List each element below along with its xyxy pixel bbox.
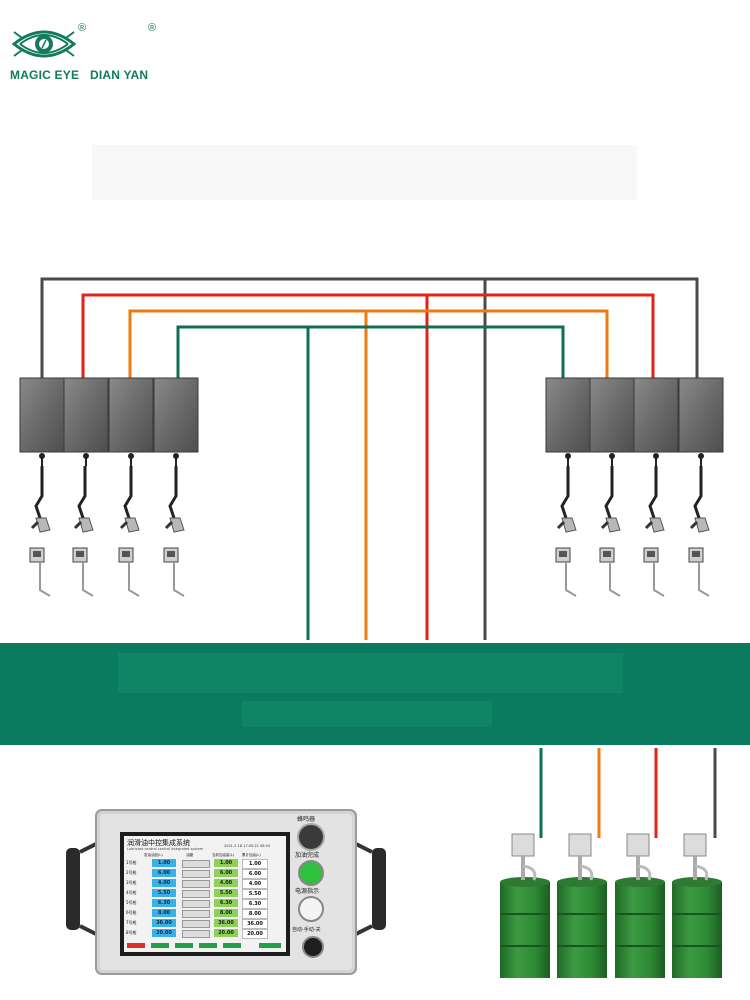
hmi-btn-1[interactable] [151,943,169,948]
hmi-row-total-value: 20.00 [242,929,268,939]
hmi-title: 润滑油中控集成系统 [127,839,190,847]
hmi-row-total-value: 1.00 [242,859,268,869]
hmi-row-total-value: 6.30 [242,899,268,909]
hmi-row-set-value[interactable]: 5.50 [152,889,176,897]
brand-name-left: MAGIC EYE [10,68,80,82]
hmi-row-label: 1号枪 [126,860,137,865]
hmi-row-total-value: 5.50 [242,889,268,899]
hmi-header-2: 油罐 [186,853,193,857]
hmi-row-set-value[interactable]: 1.00 [152,859,176,867]
hose-reel-left-1 [19,377,65,598]
hmi-row: 8号枪 20.00 20.00 20.00 [126,929,284,939]
hmi-btn-2[interactable] [175,943,193,948]
pipe-green-line [176,325,565,380]
mode-label: 自动-手动-关 [292,927,321,933]
hmi-row: 3号枪 4.00 4.00 4.00 [126,879,284,889]
mode-knob[interactable] [302,936,324,958]
hmi-row-done-value: 5.50 [214,889,238,897]
buzzer-label: 蜂鸣器 [297,816,316,823]
power-light[interactable] [298,896,324,922]
hmi-screen: 润滑油中控集成系统 Lubricant central control inte… [124,836,286,952]
title-placeholder-box [92,145,637,200]
hmi-row-done-value: 8.00 [214,909,238,917]
hmi-row-tank-icon [182,900,210,908]
hmi-btn-4[interactable] [223,943,241,948]
hmi-datetime: 2021-2-18 17:00:21 08:54 [224,844,271,848]
hmi-row-label: 6号枪 [126,910,137,915]
hmi-row: 5号枪 6.30 6.30 6.30 [126,899,284,909]
hose-reel-right-1 [545,377,591,598]
brand-name-right: DIAN YAN [90,68,149,82]
hose-reel-right-2 [589,377,635,598]
drum-2 [557,833,607,978]
hmi-row-done-value: 6.30 [214,899,238,907]
hmi-row-label: 4号枪 [126,890,137,895]
banner-placeholder-bottom [242,701,492,727]
hmi-row-set-value[interactable]: 8.00 [152,909,176,917]
hmi-row-label: 7号枪 [126,920,137,925]
hmi-btn-5[interactable] [259,943,281,948]
hmi-row-done-value: 36.00 [214,919,238,927]
hose-reel-right-4 [678,377,724,598]
hmi-row-total-value: 4.00 [242,879,268,889]
hmi-row: 1号枪 1.00 1.00 1.00 [126,859,284,869]
hmi-row-done-value: 1.00 [214,859,238,867]
hose-reel-left-3 [108,377,154,598]
hmi-subtitle: Lubricant central control integrated sys… [127,847,204,851]
hmi-row-tank-icon [182,880,210,888]
hmi-row: 2号枪 6.00 6.00 6.00 [126,869,284,879]
oil-drums [500,833,722,978]
hmi-row-total-value: 8.00 [242,909,268,919]
hmi-header-1: 发油油品(L) [144,853,163,857]
hmi-bottom-bar [127,943,283,949]
banner-placeholder-top [118,653,623,693]
hmi-row-set-value[interactable]: 36.00 [152,919,176,927]
hmi-row: 4号枪 5.50 5.50 5.50 [126,889,284,899]
hmi-row: 7号枪 36.00 36.00 36.00 [126,919,284,929]
green-banner [0,643,750,745]
hmi-row-label: 8号枪 [126,930,137,935]
pipe-gray-line [40,277,699,380]
hmi-row: 6号枪 8.00 8.00 8.00 [126,909,284,919]
refuel-done-light[interactable] [298,860,324,886]
eye-logo-icon [12,30,76,58]
hose-reel-group-left [19,377,724,598]
drum-4 [672,833,722,978]
hmi-btn-3[interactable] [199,943,217,948]
hmi-row-tank-icon [182,930,210,938]
hmi-btn-red[interactable] [127,943,145,948]
refuel-done-label: 加油完成 [295,852,320,859]
hmi-row-set-value[interactable]: 6.30 [152,899,176,907]
hmi-row-done-value: 6.00 [214,869,238,877]
hmi-row-tank-icon [182,860,210,868]
hmi-row-label: 3号枪 [126,880,137,885]
hose-reel-left-4 [153,377,199,598]
hmi-row-tank-icon [182,870,210,878]
buzzer-icon [297,823,325,851]
hmi-row-done-value: 20.00 [214,929,238,937]
hmi-row-set-value[interactable]: 6.00 [152,869,176,877]
hmi-header-4: 累计加油(L) [242,853,261,857]
registered-mark-right: ® [148,22,157,34]
registered-mark: ® [78,22,87,34]
hmi-row-total-value: 36.00 [242,919,268,929]
hose-reel-left-2 [63,377,109,598]
hmi-header-3: 当前加油量(L) [212,853,235,857]
hmi-row-set-value[interactable]: 20.00 [152,929,176,937]
hmi-row-label: 5号枪 [126,900,137,905]
hmi-row-tank-icon [182,890,210,898]
pipe-red-line [81,293,655,380]
hose-reel-right-3 [633,377,679,598]
drum-1 [500,833,550,978]
pipe-orange-line [128,309,609,380]
drum-3 [615,833,665,978]
hmi-row-tank-icon [182,920,210,928]
power-label: 电源指示 [295,888,320,895]
hmi-row-set-value[interactable]: 4.00 [152,879,176,887]
hmi-row-done-value: 4.00 [214,879,238,887]
hmi-row-tank-icon [182,910,210,918]
hmi-row-total-value: 6.00 [242,869,268,879]
hmi-row-label: 2号枪 [126,870,137,875]
